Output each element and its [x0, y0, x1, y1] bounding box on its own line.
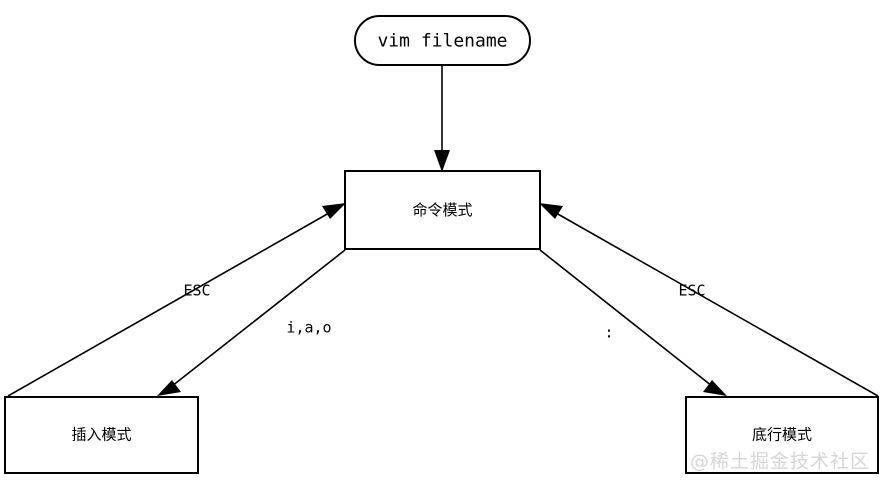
edge-label-iao: i,a,o: [286, 319, 331, 337]
node-command-mode[interactable]: 命令模式: [344, 170, 541, 250]
node-command-shape: [344, 170, 541, 250]
node-lastline-mode[interactable]: 底行模式: [685, 396, 879, 474]
node-lastline-label: 底行模式: [752, 426, 812, 444]
node-start-vim-filename[interactable]: vim filename: [354, 15, 531, 66]
edge-command-to-insert: i,a,o: [157, 249, 346, 396]
node-command-label: 命令模式: [412, 201, 472, 219]
edge-command-to-lastline-arrowhead: [703, 380, 727, 396]
node-start-shape: [354, 15, 531, 66]
edge-command-to-lastline: :: [539, 249, 727, 396]
edge-label-esc-insert: ESC: [183, 282, 210, 300]
edge-insert-to-command-line: [7, 208, 337, 397]
edge-label-esc-lastline: ESC: [678, 282, 705, 300]
edge-command-to-insert-line: [166, 249, 346, 391]
edge-command-to-lastline-line: [539, 249, 718, 391]
edge-insert-to-command-arrowhead: [322, 203, 346, 219]
node-insert-shape: [4, 396, 199, 474]
edge-command-to-insert-arrowhead: [157, 380, 181, 396]
edge-lastline-to-command: ESC: [539, 203, 879, 397]
edge-lastline-to-command-line: [548, 208, 879, 397]
edge-start-to-command: [434, 65, 450, 172]
edge-label-colon: :: [604, 324, 613, 342]
node-insert-mode[interactable]: 插入模式: [4, 396, 199, 474]
edge-insert-to-command: ESC: [7, 203, 346, 397]
edge-start-to-command-arrowhead: [434, 150, 450, 172]
watermark: @稀土掘金技术社区: [690, 451, 870, 473]
node-insert-label: 插入模式: [71, 426, 131, 444]
node-lastline-shape: [685, 396, 879, 474]
edge-lastline-to-command-arrowhead: [539, 203, 563, 219]
node-start-label: vim filename: [377, 31, 507, 52]
